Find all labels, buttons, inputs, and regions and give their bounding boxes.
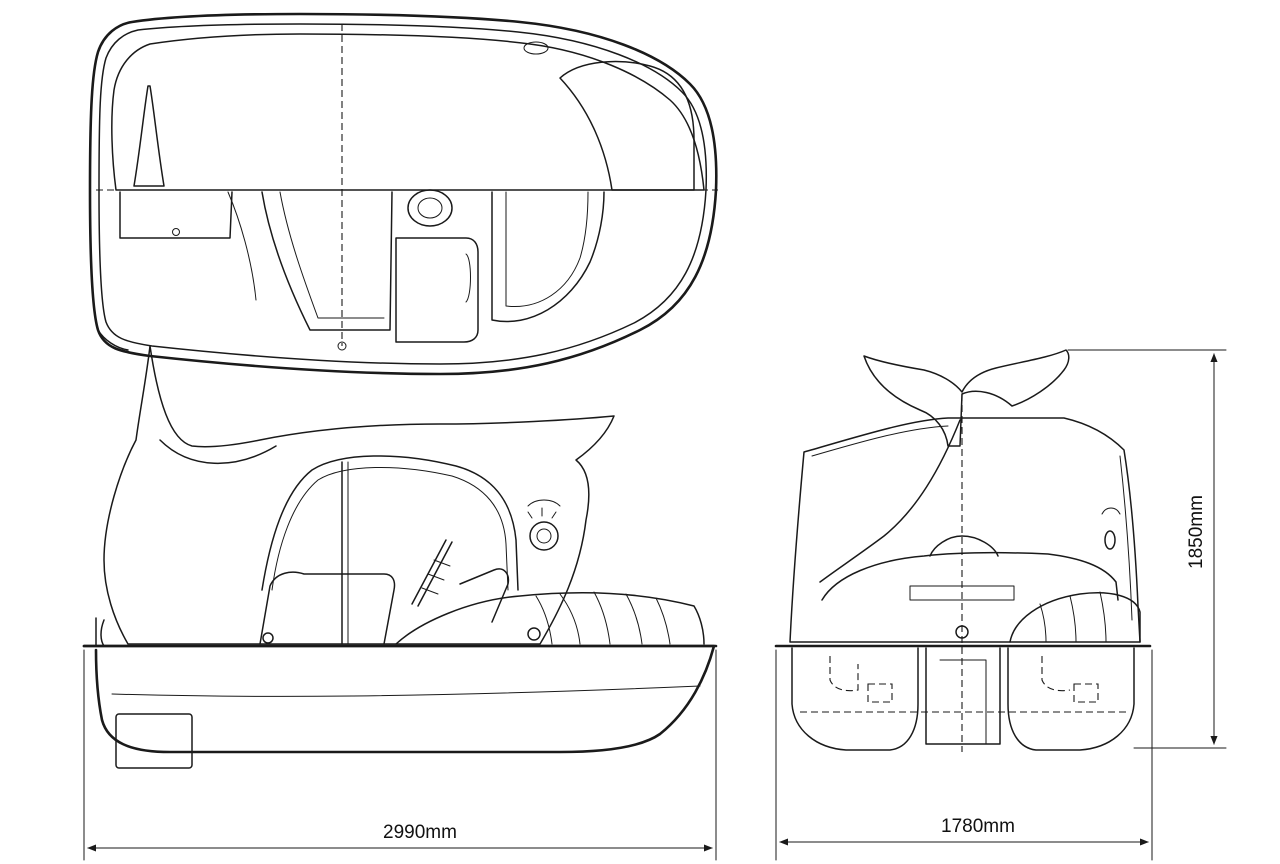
top-view-right-well xyxy=(491,191,605,323)
length-label: 2990mm xyxy=(383,822,457,843)
dimensions: 2990mm 1780mm 1850mm xyxy=(83,349,1227,861)
top-view-head xyxy=(559,60,695,191)
top-view-cabin xyxy=(111,33,705,191)
front-view-tail-fluke xyxy=(863,349,1070,447)
top-view-seat xyxy=(395,237,479,343)
top-view-hull-inner-rim xyxy=(98,23,708,365)
top-view xyxy=(88,12,718,376)
top-view-tail xyxy=(133,85,165,187)
side-view-hull xyxy=(82,644,716,754)
top-view-seat-armrest xyxy=(465,253,471,303)
width-label: 1780mm xyxy=(941,816,1015,837)
side-view-steering-wheel xyxy=(411,539,453,607)
front-view-pontoon-right xyxy=(1007,647,1135,751)
side-view-canopy-opening xyxy=(261,455,519,591)
front-view-eye xyxy=(1104,530,1116,550)
front-view xyxy=(774,349,1152,752)
front-view-paddle-housing xyxy=(1009,592,1141,643)
side-view-whale-body xyxy=(103,345,615,645)
side-view xyxy=(82,345,718,769)
side-view-paddle-housing xyxy=(395,592,705,645)
front-view-pontoon-left xyxy=(791,647,919,751)
side-view-eye xyxy=(529,521,559,551)
height-label: 1850mm xyxy=(1186,495,1207,569)
front-view-body xyxy=(789,417,1141,643)
top-view-storage-box xyxy=(119,191,233,239)
top-view-floor xyxy=(261,191,393,331)
top-view-steering-wheel xyxy=(407,189,453,227)
front-view-cabin xyxy=(821,551,1119,601)
side-view-hull-panel xyxy=(115,713,193,769)
top-view-hull-outline xyxy=(88,12,718,376)
side-view-seat xyxy=(259,571,396,645)
